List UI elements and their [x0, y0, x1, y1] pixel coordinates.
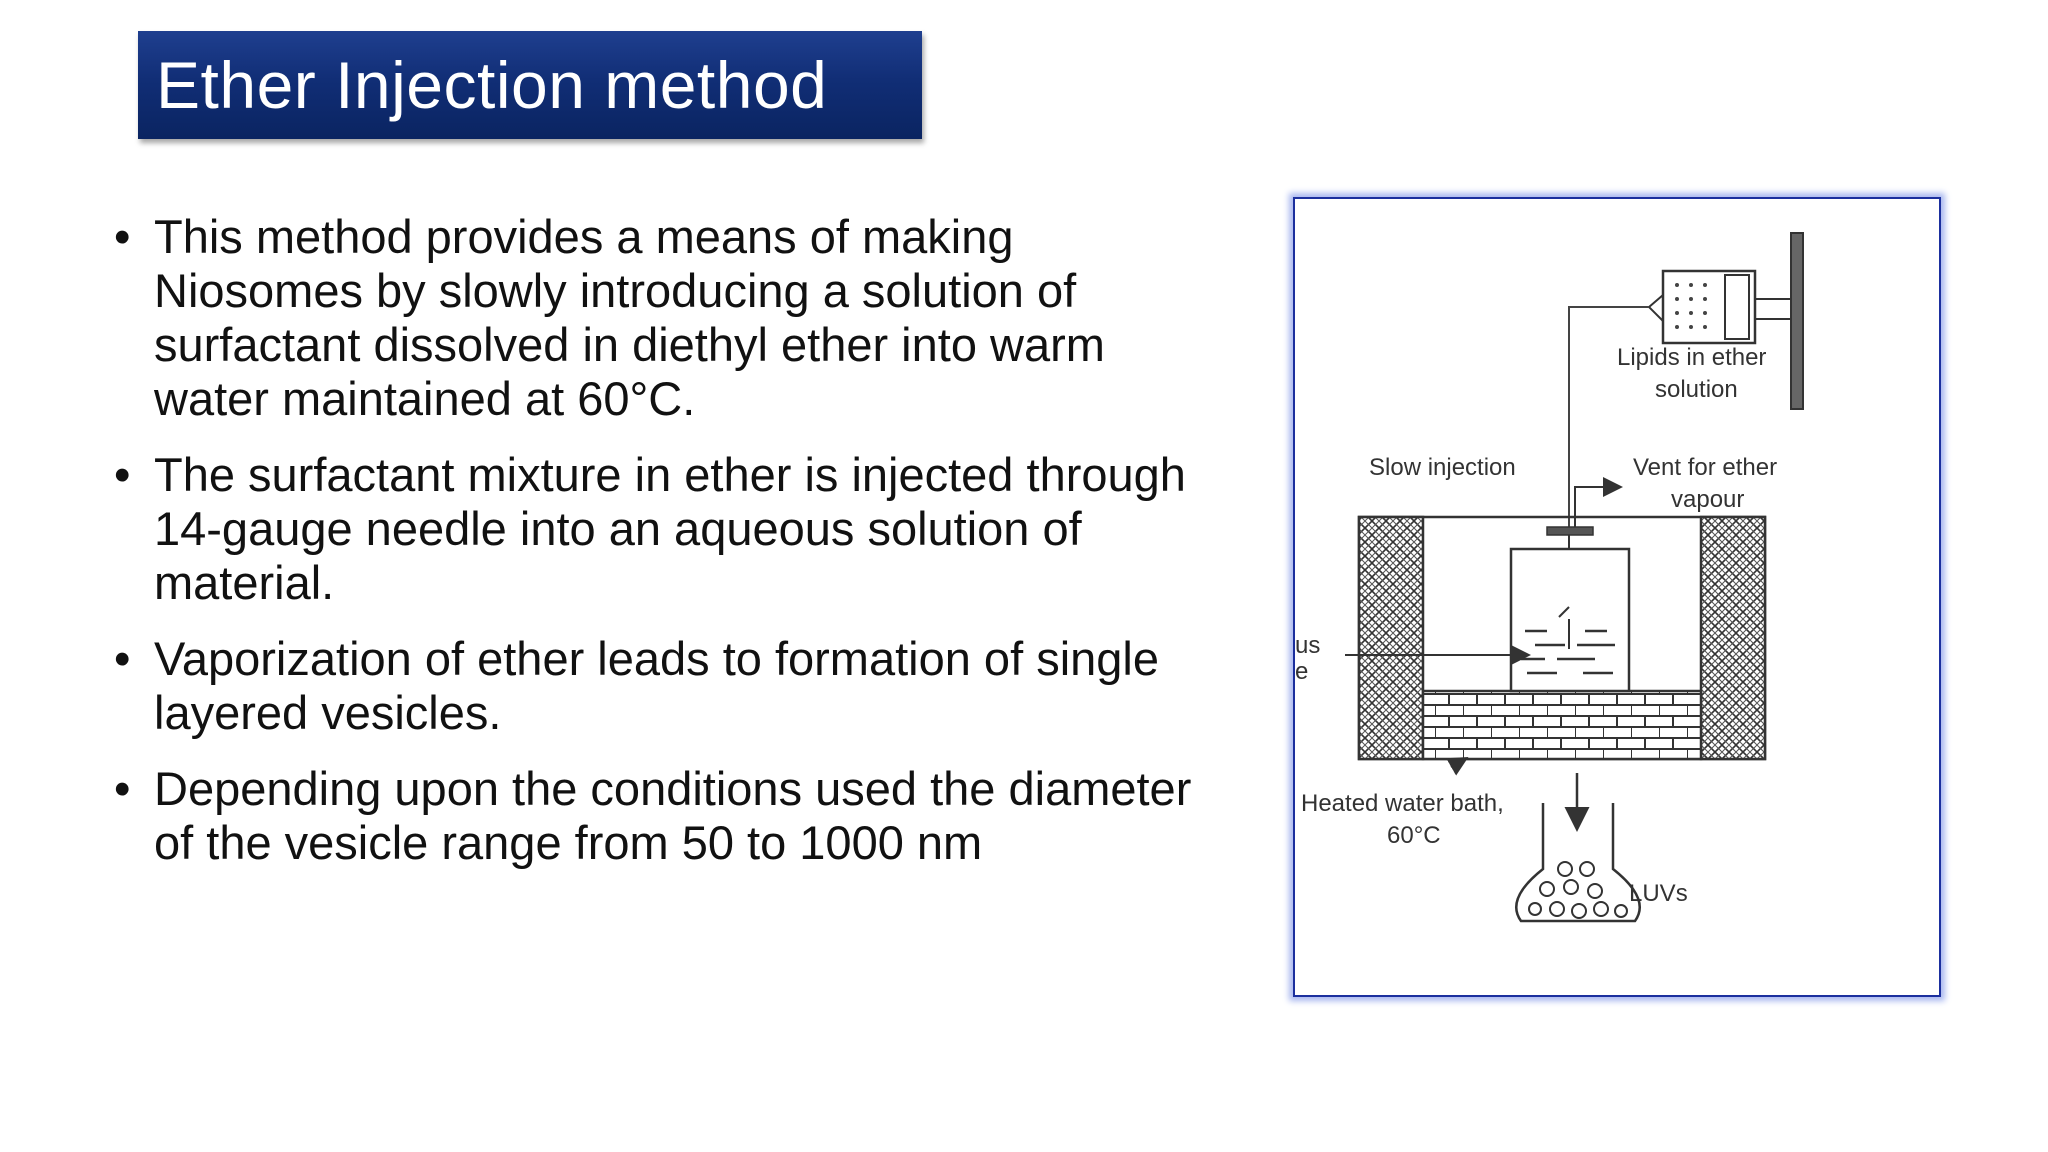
slide-title: Ether Injection method — [156, 48, 828, 122]
bullet-text: Vaporization of ether leads to formation… — [154, 632, 1159, 739]
bullet-list: • This method provides a means of making… — [110, 210, 1230, 892]
insulation-left — [1357, 515, 1425, 761]
heater-base — [1421, 689, 1703, 761]
bullet-item: • This method provides a means of making… — [110, 210, 1230, 426]
bullet-item: • Vaporization of ether leads to formati… — [110, 632, 1230, 740]
label-vent-line2: vapour — [1671, 486, 1744, 513]
bullet-marker: • — [114, 210, 131, 263]
bullet-text: Depending upon the conditions used the d… — [154, 762, 1192, 869]
bullet-marker: • — [114, 448, 131, 501]
bullet-item: • Depending upon the conditions used the… — [110, 762, 1230, 870]
luv-flask-icon — [1515, 803, 1641, 923]
syringe-icon — [1647, 232, 1804, 410]
label-left-partial-2: e — [1295, 658, 1308, 685]
label-bath-line2: 60°C — [1387, 822, 1441, 849]
label-slow-injection: Slow injection — [1369, 454, 1516, 481]
diagram-frame: Lipids in ether solution Slow injection … — [1293, 197, 1941, 997]
vent-arrow — [1574, 477, 1623, 527]
bullet-item: • The surfactant mixture in ether is inj… — [110, 448, 1230, 610]
label-lipids-line1: Lipids in ether — [1617, 344, 1766, 371]
label-left-partial-1: us — [1295, 632, 1320, 659]
label-luvs: LUVs — [1629, 880, 1688, 907]
bullet-text: The surfactant mixture in ether is injec… — [154, 448, 1186, 609]
bullet-text: This method provides a means of making N… — [154, 210, 1105, 425]
label-lipids-line2: solution — [1655, 376, 1738, 403]
label-bath-line1: Heated water bath, — [1301, 790, 1504, 817]
bullet-marker: • — [114, 762, 131, 815]
label-vent-line1: Vent for ether — [1633, 454, 1777, 481]
bullet-marker: • — [114, 632, 131, 685]
title-banner: Ether Injection method — [138, 31, 922, 139]
ether-injection-diagram: Lipids in ether solution Slow injection … — [1295, 232, 1804, 923]
insulation-right — [1699, 515, 1767, 761]
